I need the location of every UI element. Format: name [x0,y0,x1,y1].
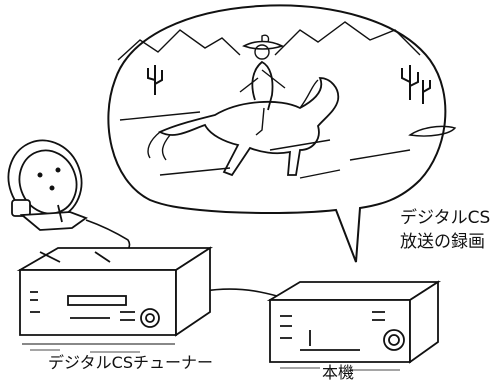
tv-scene-bubble-icon [107,4,447,263]
tuner-label: デジタルCSチューナー [48,353,214,372]
cs-tuner-device-icon [16,246,214,345]
main-unit-label: 本機 [322,363,355,382]
recording-caption-line1: デジタルCS [400,208,491,228]
recording-caption: デジタルCS 放送の録画 [400,206,490,254]
ground-hatching [30,349,400,371]
recording-caption-line2: 放送の録画 [400,232,485,252]
satellite-dish-icon [7,139,88,231]
cowboy-on-horse-icon [117,21,457,179]
video-recorder-device-icon [266,280,442,364]
